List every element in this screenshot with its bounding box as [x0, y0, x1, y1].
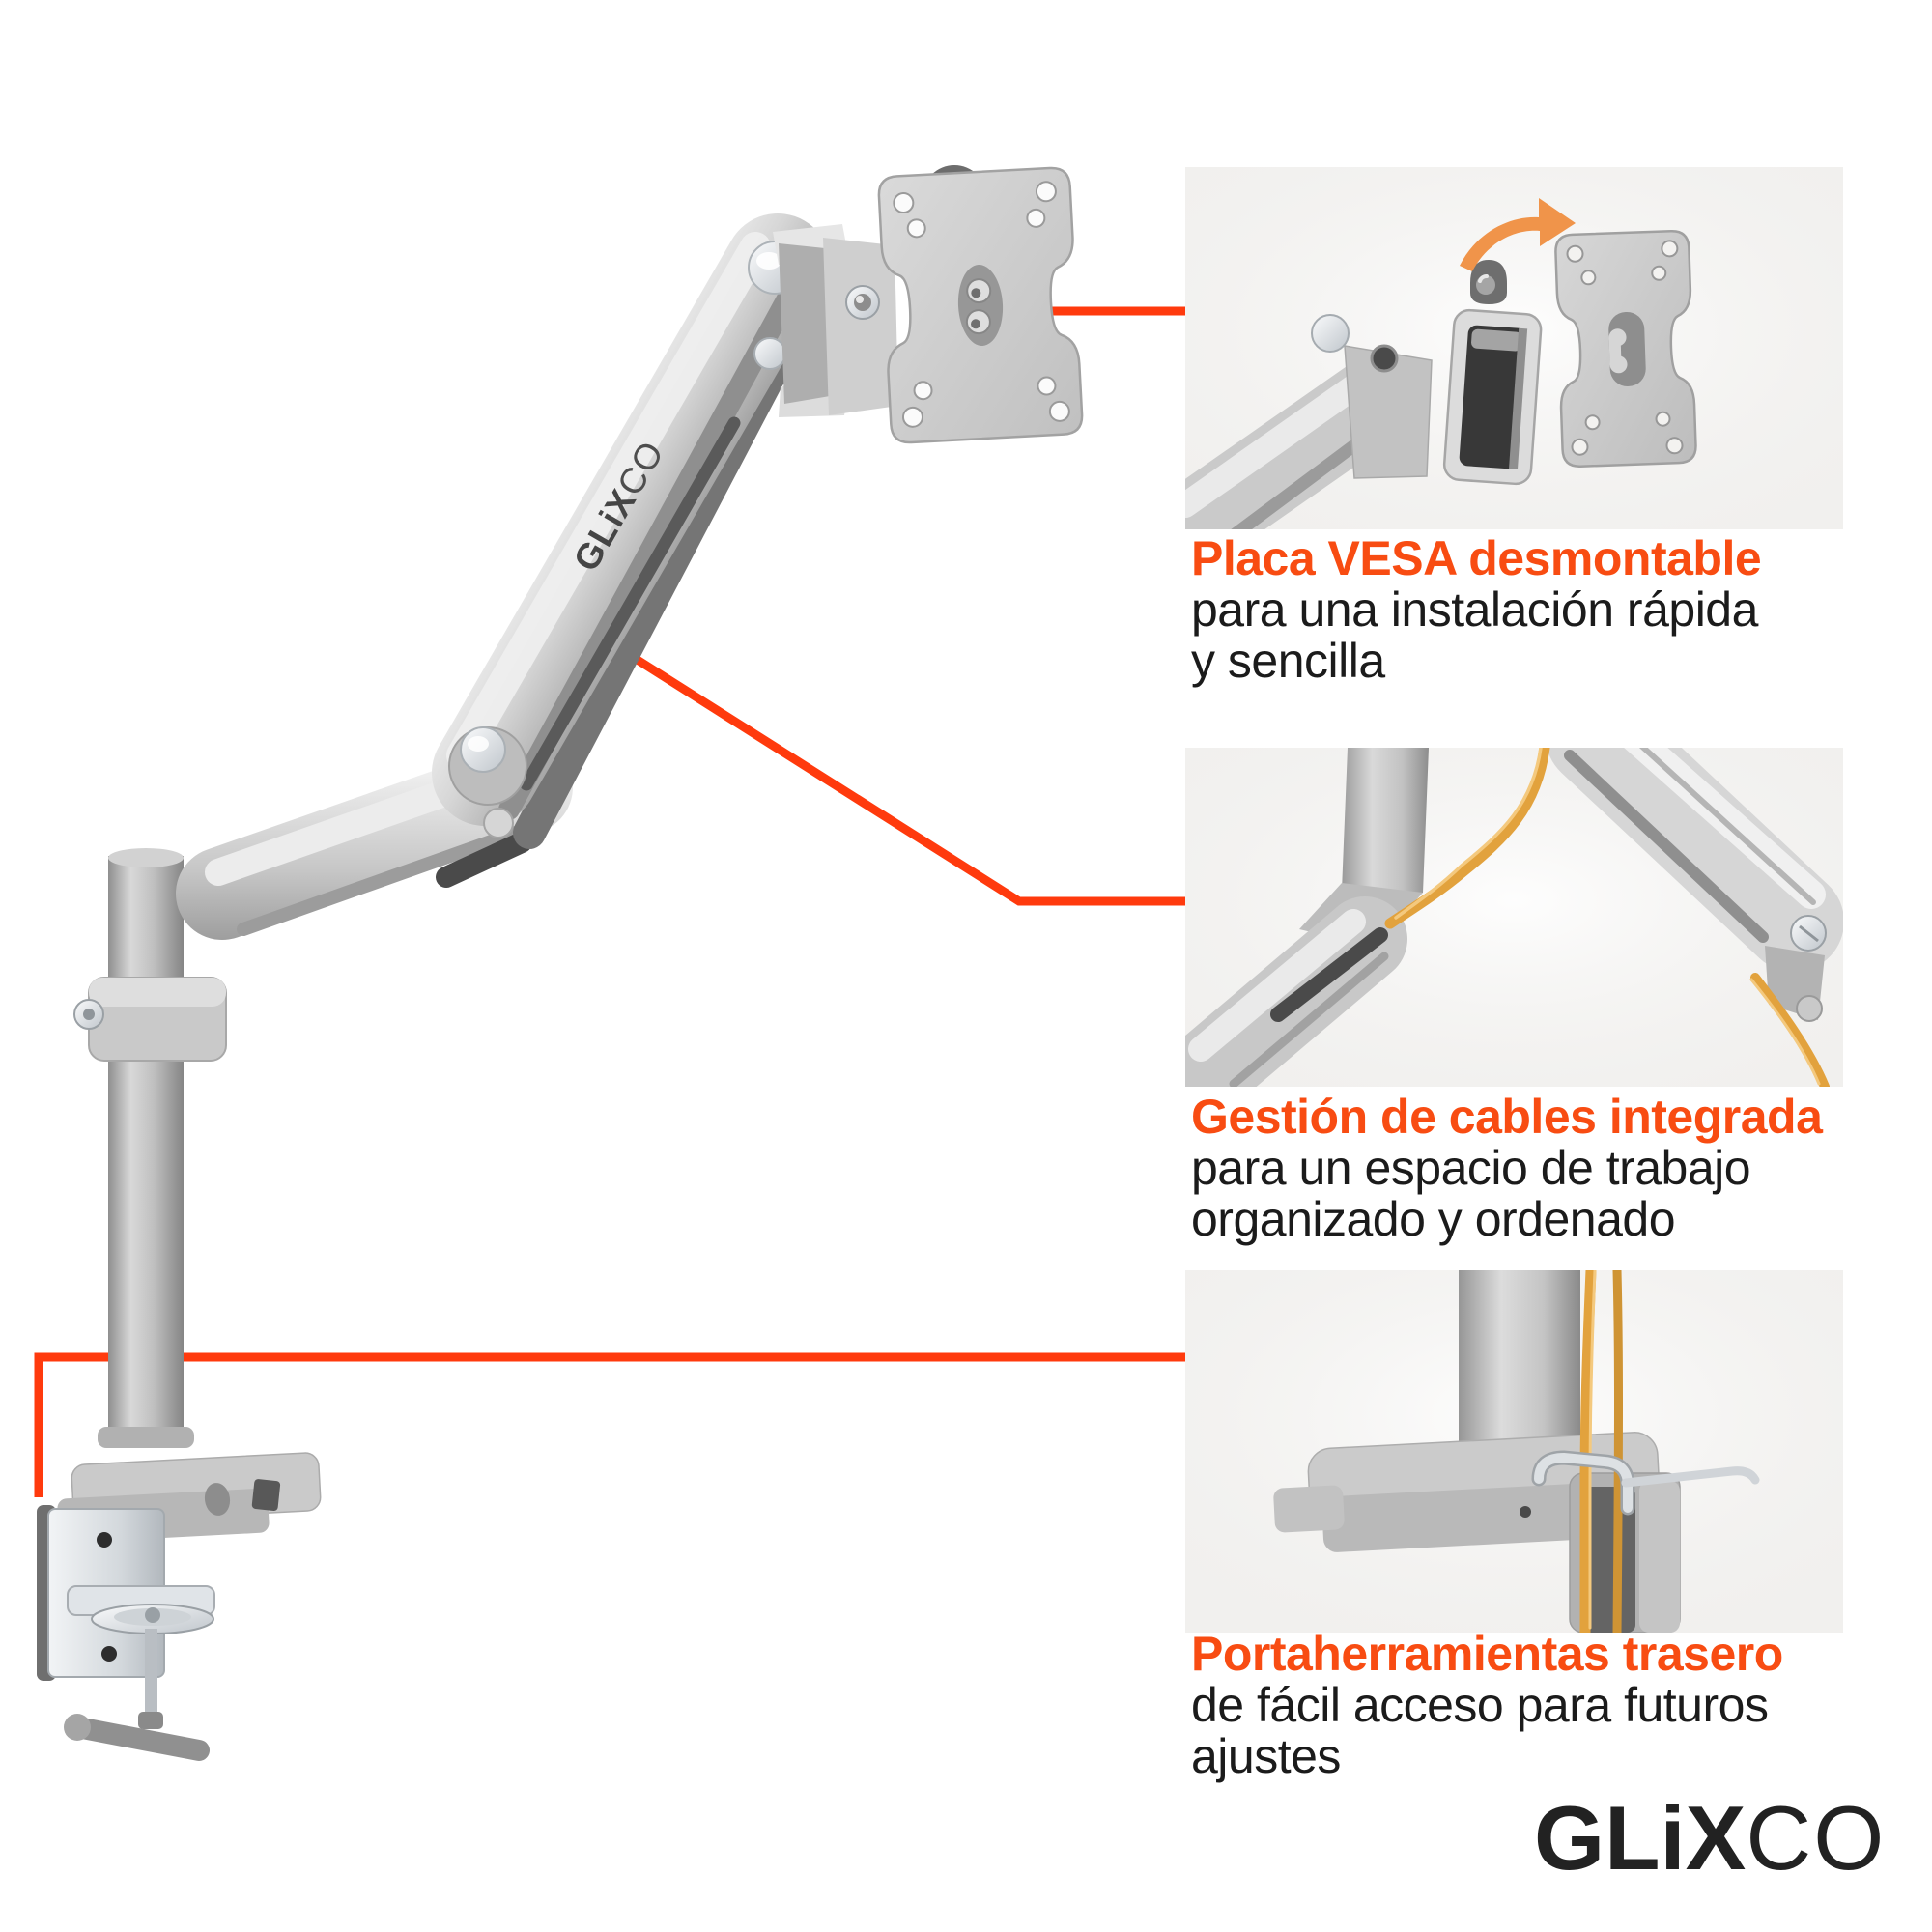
- rotate-arrow-icon: [1460, 198, 1576, 271]
- connector-line-cable: [630, 653, 1185, 906]
- brand-logo-bold: GLiX: [1534, 1787, 1747, 1889]
- callout-line: para un espacio de trabajo: [1191, 1141, 1751, 1195]
- connector-line-clamp: [34, 1352, 1185, 1497]
- brand-logo-light: CO: [1746, 1787, 1887, 1889]
- callout-heading-cables: Gestión de cables integrada: [1191, 1090, 1823, 1144]
- callout-heading-toolholder: Portaherramientas trasero: [1191, 1627, 1783, 1681]
- tool-holder: [1569, 1472, 1681, 1633]
- callout-text-toolholder: Portaherramientas trasero de fácil acces…: [1191, 1629, 1867, 1782]
- callout-line: para una instalación rápida: [1191, 582, 1758, 637]
- arm-end: [1185, 314, 1433, 529]
- desk-clamp: [37, 1505, 215, 1761]
- callout-text-cables: Gestión de cables integrada para un espa…: [1191, 1092, 1867, 1245]
- product-illustration: [37, 165, 1084, 1761]
- callout-panel-toolholder: [1185, 1270, 1843, 1633]
- callout-line: de fácil acceso para futuros: [1191, 1678, 1769, 1732]
- callout-panel-cables: [1185, 748, 1843, 1087]
- quick-release-latch: [1442, 308, 1543, 486]
- lower-arm-detail: [1185, 896, 1407, 1087]
- elbow-joint: [448, 726, 527, 838]
- clamp-t-handle: [67, 1717, 210, 1761]
- routed-cable: [1384, 748, 1830, 1087]
- callout-text-vesa: Placa VESA desmontable para una instalac…: [1191, 533, 1867, 687]
- pole-collar: [73, 977, 227, 1062]
- tilt-bracket: [773, 224, 898, 417]
- metal-clip: [1531, 1450, 1760, 1516]
- callout-line: organizado y ordenado: [1191, 1192, 1676, 1246]
- callout-heading-vesa: Placa VESA desmontable: [1191, 531, 1762, 585]
- cable-bundle: [1579, 1270, 1623, 1633]
- pole: [108, 848, 184, 1435]
- upper-arm: [432, 213, 831, 826]
- pole-detail: [1459, 1270, 1580, 1446]
- callout-panel-vesa: [1185, 167, 1843, 529]
- detached-vesa-plate: [1554, 230, 1697, 468]
- cable-detail-photo: [1185, 748, 1843, 1087]
- vesa-detail-photo: [1185, 167, 1843, 529]
- brand-logo: GLiXCO: [1534, 1793, 1920, 1884]
- release-pin: [1470, 260, 1507, 304]
- vesa-plate: [877, 166, 1084, 444]
- toolholder-detail-photo: [1185, 1270, 1843, 1633]
- callout-line: ajustes: [1191, 1729, 1341, 1783]
- callout-line: y sencilla: [1191, 634, 1385, 688]
- upper-arm-detail: [1547, 748, 1843, 1022]
